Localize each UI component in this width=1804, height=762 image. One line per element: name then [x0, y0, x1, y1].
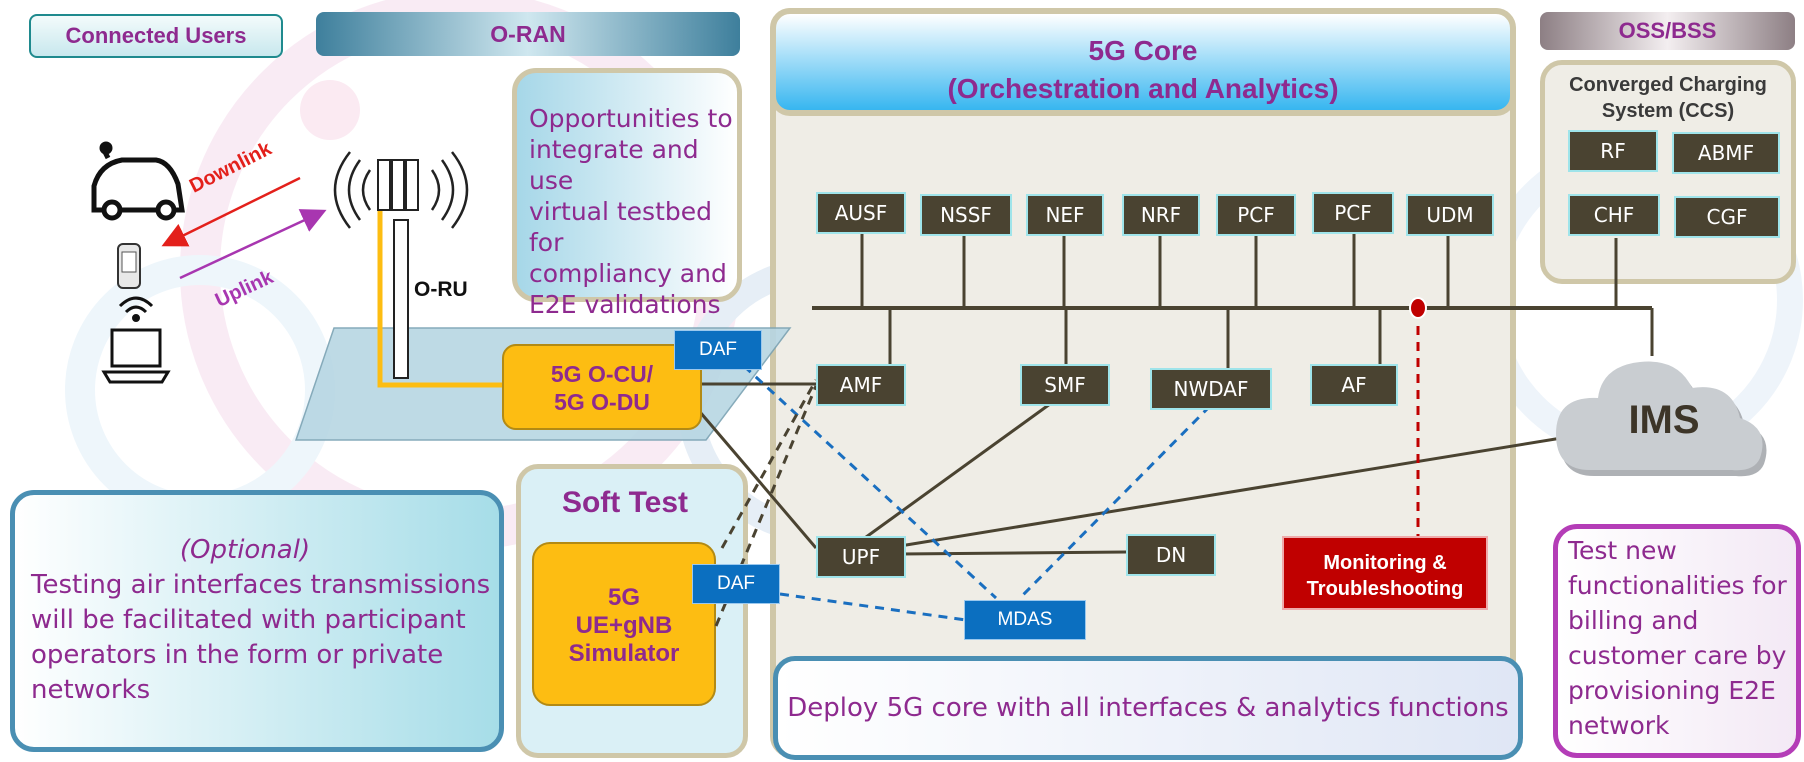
oru-label: O-RU: [414, 278, 468, 301]
oss-note-box: Test new functionalities for billing and…: [1553, 524, 1801, 758]
mdas-box[interactable]: MDAS: [964, 600, 1086, 640]
car-icon: [91, 141, 185, 221]
phone-icon: [117, 243, 141, 289]
monitoring-box[interactable]: Monitoring & Troubleshooting: [1282, 536, 1488, 610]
ccs-title-line: System (CCS): [1601, 100, 1735, 122]
dn-box[interactable]: DN: [1126, 534, 1216, 576]
optional-title: (Optional): [179, 535, 311, 565]
oran-note-line: E2E validations: [529, 290, 721, 319]
udm-box[interactable]: UDM: [1406, 194, 1494, 236]
af-box[interactable]: AF: [1310, 364, 1398, 406]
laptop-icon: [101, 296, 171, 384]
simulator-line: 5G: [607, 584, 640, 611]
oss-note-line: customer care by: [1568, 641, 1787, 670]
analytics-links: [742, 364, 1212, 622]
amf-box[interactable]: AMF: [816, 364, 906, 406]
oran-note-line: integrate and use: [529, 135, 699, 195]
oss-bss-label: OSS/BSS: [1618, 18, 1717, 43]
oss-note-line: Test new: [1568, 536, 1677, 565]
oran-label: O-RAN: [490, 20, 566, 47]
sim-links: [714, 379, 818, 627]
soft-test-title: Soft Test: [561, 486, 689, 519]
oss-note-line: billing and: [1568, 606, 1699, 635]
rf-box[interactable]: RF: [1568, 130, 1658, 172]
control-links: [698, 382, 1575, 556]
cgf-box[interactable]: CGF: [1674, 196, 1780, 238]
nwdaf-box[interactable]: NWDAF: [1150, 368, 1272, 410]
cu-du-line: 5G O-DU: [554, 389, 650, 415]
monitoring-line: Monitoring &: [1323, 552, 1447, 574]
cu-du-line: 5G O-CU/: [550, 361, 654, 387]
connected-users-label: Connected Users: [65, 23, 247, 48]
nrf-box[interactable]: NRF: [1122, 194, 1200, 236]
ims-label: IMS: [1628, 398, 1700, 442]
simulator-line: Simulator: [568, 640, 680, 667]
cu-du-box[interactable]: 5G O-CU/ 5G O-DU: [502, 344, 702, 430]
oran-note-box: Opportunities to integrate and use virtu…: [512, 68, 742, 319]
optional-line: operators in the form or private: [31, 640, 444, 670]
nef-box[interactable]: NEF: [1026, 194, 1104, 236]
pcf-box-2[interactable]: PCF: [1312, 192, 1394, 234]
monitoring-tap: [1409, 297, 1427, 319]
oran-header: O-RAN: [316, 12, 740, 56]
bus-drops: [860, 232, 1654, 368]
optional-line: Testing air interfaces transmissions: [31, 570, 491, 600]
fiber-link: [377, 200, 510, 388]
oran-note-line: virtual testbed for: [529, 197, 713, 257]
core-title-line1: 5G Core: [1088, 35, 1198, 66]
oran-daf-box[interactable]: DAF: [674, 330, 762, 370]
core-title-line2: (Orchestration and Analytics): [947, 73, 1339, 104]
connected-users-header: Connected Users: [29, 14, 283, 58]
nssf-box[interactable]: NSSF: [920, 194, 1012, 236]
oss-note-line: network: [1568, 711, 1670, 740]
simulator-line: UE+gNB: [575, 612, 673, 639]
simulator-box: 5G UE+gNB Simulator: [532, 542, 716, 706]
ccs-title: Converged Charging System (CCS): [1540, 72, 1796, 124]
pcf-box-1[interactable]: PCF: [1216, 194, 1296, 236]
monitoring-line: Troubleshooting: [1306, 578, 1464, 600]
optional-line: will be facilitated with participant: [31, 605, 466, 635]
chf-box[interactable]: CHF: [1568, 194, 1660, 236]
ausf-box[interactable]: AUSF: [816, 192, 906, 234]
core-header: 5G Core (Orchestration and Analytics): [770, 8, 1516, 116]
downlink-arrow: [161, 176, 301, 247]
uplink-arrow: [179, 209, 327, 280]
oru-tower-icon: [333, 151, 469, 379]
abmf-box[interactable]: ABMF: [1672, 132, 1780, 174]
optional-note-box: (Optional) Testing air interfaces transm…: [10, 490, 504, 752]
oran-note-line: Opportunities to: [529, 104, 733, 133]
softtest-daf-box[interactable]: DAF: [692, 564, 780, 604]
oss-note-line: functionalities for: [1568, 571, 1787, 600]
core-note-text: Deploy 5G core with all interfaces & ana…: [787, 693, 1509, 723]
optional-line: networks: [31, 675, 151, 705]
oran-note-line: compliancy and: [529, 259, 727, 288]
smf-box[interactable]: SMF: [1020, 364, 1110, 406]
upf-box[interactable]: UPF: [816, 536, 906, 578]
core-note-box: Deploy 5G core with all interfaces & ana…: [773, 656, 1523, 760]
oss-bss-header: OSS/BSS: [1540, 12, 1795, 50]
ccs-title-line: Converged Charging: [1569, 74, 1767, 96]
oss-note-line: provisioning E2E: [1568, 676, 1776, 705]
ims-cloud-icon: [1556, 361, 1767, 477]
